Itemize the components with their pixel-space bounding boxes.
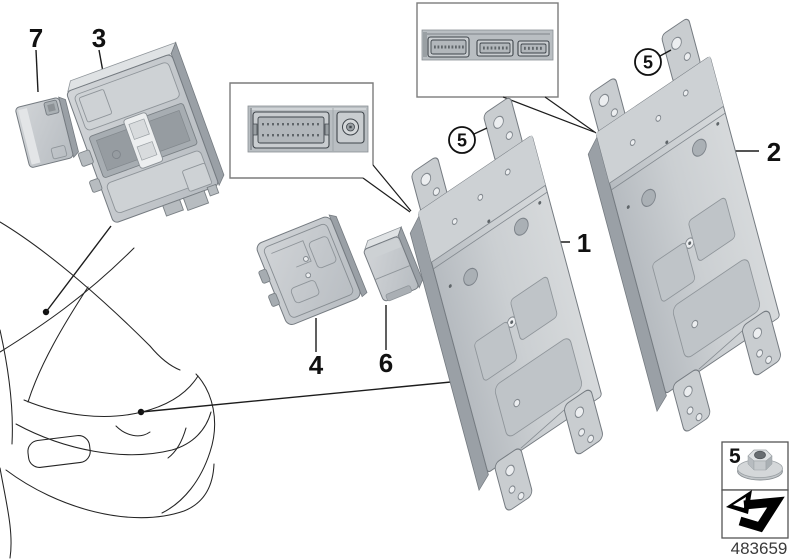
car-rear-sketch xyxy=(0,221,216,559)
fastener-legend-box[interactable]: 5 xyxy=(721,441,789,491)
edge-connector-2-icon xyxy=(476,39,514,57)
fastener-callout-bracket1[interactable]: 5 xyxy=(448,126,488,154)
fastener-legend-label[interactable]: 5 xyxy=(729,445,741,468)
direction-arrow-icon xyxy=(726,490,785,533)
part-label-4[interactable]: 4 xyxy=(309,350,324,380)
part-label-1[interactable]: 1 xyxy=(577,228,591,258)
part-label-6[interactable]: 6 xyxy=(379,348,393,378)
leader-line-bracket1-location xyxy=(140,380,462,413)
leader-line-label7 xyxy=(35,49,39,93)
part-7-drawing[interactable] xyxy=(15,96,79,168)
main-connector-icon xyxy=(252,111,330,149)
part-label-3[interactable]: 3 xyxy=(92,23,106,53)
connector-edge-callout xyxy=(416,2,597,134)
bracket-2-drawing[interactable] xyxy=(571,10,793,447)
fastener-callout-bracket1-label[interactable]: 5 xyxy=(457,131,467,151)
fastener-callout-bracket2[interactable]: 5 xyxy=(634,48,672,76)
part-label-7[interactable]: 7 xyxy=(29,23,43,53)
part-label-2[interactable]: 2 xyxy=(767,137,781,167)
fastener-callout-bracket2-label[interactable]: 5 xyxy=(643,53,653,73)
part-3-drawing[interactable] xyxy=(54,41,232,240)
antenna-connector-icon xyxy=(336,111,365,144)
part-6-drawing[interactable] xyxy=(360,225,425,303)
leader-line-part3-location xyxy=(45,225,112,313)
leader-lines xyxy=(35,49,759,416)
connector-detail-callout xyxy=(229,82,412,213)
leader-line-label3 xyxy=(98,49,104,73)
nut-icon xyxy=(737,449,783,481)
bracket-1-drawing[interactable] xyxy=(393,89,615,526)
part-4-drawing[interactable] xyxy=(249,213,368,329)
edge-connector-3-icon xyxy=(517,40,550,57)
direction-arrow-box[interactable] xyxy=(721,489,789,539)
edge-connector-1-icon xyxy=(427,36,470,58)
drawing-number: 483659 xyxy=(731,539,788,558)
